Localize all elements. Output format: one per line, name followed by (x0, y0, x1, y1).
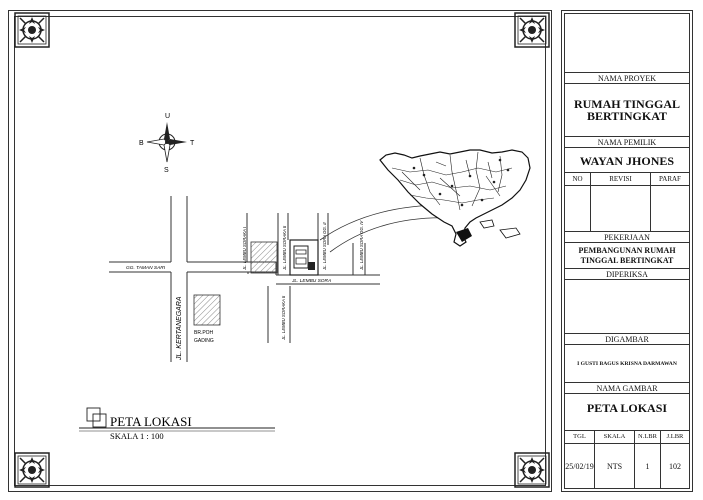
digambar-label: DIGAMBAR (565, 333, 689, 345)
label-gg-taman-sari: GG. TAMAN SARI (126, 265, 166, 271)
info-value-nlbr: 1 (645, 462, 650, 471)
compass-north-label: U (165, 113, 170, 120)
label-jl-lembu-soraka-3: JL. LEMBU SORAKA II (281, 295, 286, 341)
road-network (109, 196, 380, 362)
drawing-frame-inner (14, 16, 546, 486)
corner-ornament-bottom-left (14, 452, 50, 488)
corner-ornament-bottom-right (514, 452, 550, 488)
compass-east-label: T (190, 140, 195, 147)
info-value-jlbr: 102 (669, 462, 681, 471)
compass-south-label: S (164, 167, 169, 174)
landmark-label-line1: BR.POH (194, 330, 214, 336)
info-cell-skala: SKALA NTS (595, 431, 635, 489)
compass-west-label: B (139, 140, 144, 147)
nama-pemilik-label: NAMA PEMILIK (565, 136, 689, 148)
map-scale: SKALA 1 : 100 (110, 431, 164, 441)
label-jl-lembu-sora-gg-2: JL. LEMBU SORA GG. II (322, 222, 327, 271)
diperiksa-label: DIPERIKSA (565, 268, 689, 280)
revision-header-paraf: PARAF (651, 173, 689, 231)
plot-hatched-2 (193, 294, 221, 326)
info-header-skala: SKALA (595, 431, 634, 444)
owner-name: WAYAN JHONES (579, 154, 675, 168)
title-box-icon-2 (92, 413, 107, 428)
nama-gambar-label: NAMA GAMBAR (565, 382, 689, 394)
map-title: PETA LOKASI (110, 414, 192, 429)
drawing-info-table: TGL 25/02/19 SKALA NTS N.LBR 1 J.LBR 102 (565, 431, 689, 489)
leader-line-lower (329, 217, 453, 253)
leader-line-upper (319, 204, 446, 241)
revision-revisi-text: REVISI (591, 173, 650, 186)
plot-hatched-1 (250, 241, 278, 274)
pekerjaan-line1: PEMBANGUNAN RUMAH (578, 246, 676, 255)
info-value-tgl: 25/02/19 (565, 462, 594, 471)
revision-table: NO REVISI PARAF (565, 173, 689, 231)
pekerjaan-label: PEKERJAAN (565, 231, 689, 243)
project-name-line1: RUMAH TINGGAL (573, 97, 681, 111)
title-block-frame-outer (561, 10, 693, 492)
revision-no-text: NO (565, 173, 590, 186)
revision-header-no: NO (565, 173, 591, 231)
corner-ornament-top-right (514, 12, 550, 48)
revision-header-revisi: REVISI (591, 173, 651, 231)
label-jl-lembu-soraka-2: JL. LEMBU SORAKA II (282, 225, 287, 271)
pekerjaan-line2: TINGGAL BERTINGKAT (580, 256, 674, 265)
bali-island-map (379, 149, 531, 247)
info-header-tgl: TGL (565, 431, 594, 444)
info-cell-tgl: TGL 25/02/19 (565, 431, 595, 489)
label-jl-lembu-sora: JL. LEMBU SORA (291, 278, 331, 284)
project-site (289, 239, 319, 276)
info-cell-nlbr: N.LBR 1 (635, 431, 661, 489)
title-box-icon (86, 407, 101, 422)
drawing-name: PETA LOKASI (586, 401, 668, 415)
compass-rose-icon (146, 122, 187, 163)
nama-proyek-label: NAMA PROYEK (565, 72, 689, 84)
label-jl-lembu-sora-gg-4: JL. LEMBU SORA GG. IV (359, 220, 364, 271)
drafter-name: I GUSTI BAGUS KRISNA DARMAWAN (577, 361, 677, 367)
landmark-label-line2: GADING (194, 338, 214, 344)
info-header-nlbr: N.LBR (635, 431, 660, 444)
drawing-frame-outer (8, 10, 552, 492)
title-block-frame-inner (564, 13, 690, 489)
info-cell-jlbr: J.LBR 102 (661, 431, 689, 489)
corner-ornament-top-left (14, 12, 50, 48)
label-jl-kertanegara: JL. KERTANEGARA (176, 296, 183, 361)
info-header-jlbr: J.LBR (661, 431, 689, 444)
revision-paraf-text: PARAF (651, 173, 689, 186)
project-name-line2: BERTINGKAT (586, 109, 668, 123)
label-jl-lembu-soraka-1: JL. LEMBU SORAKA I (242, 226, 247, 271)
info-value-skala: NTS (606, 462, 623, 471)
